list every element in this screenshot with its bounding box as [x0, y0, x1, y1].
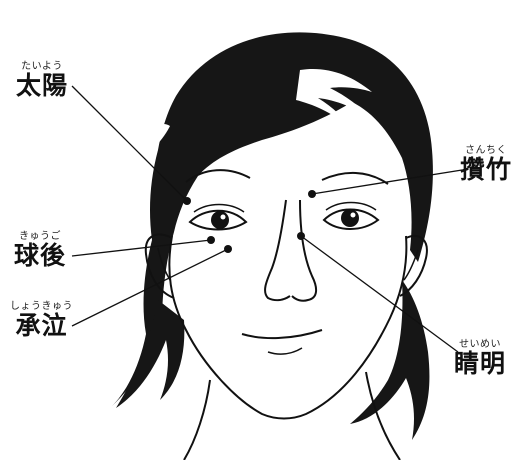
eyebrow-right: [322, 173, 388, 184]
eye-right: [324, 203, 378, 230]
eye-left: [190, 205, 246, 230]
hair-strands-right: [350, 280, 429, 440]
mouth: [242, 330, 322, 338]
acupoint-label-kyugo: きゅうご 球後: [14, 232, 66, 268]
acupoint-label-sanchiku: さんちく 攢竹: [460, 146, 512, 182]
leader-line-kyugo: [72, 240, 211, 256]
lip-lower: [268, 348, 302, 354]
label-name: 攢竹: [460, 157, 512, 182]
label-name: 太陽: [16, 73, 68, 98]
acupoint-label-taiyo: たいよう 太陽: [16, 62, 68, 98]
leader-line-sanchiku: [312, 170, 462, 194]
label-name: 睛明: [454, 351, 506, 376]
label-name: 承泣: [10, 313, 73, 338]
acupoint-label-shokyu: しょうきゅう 承泣: [10, 302, 73, 338]
nose: [265, 200, 316, 301]
leader-line-seimei: [301, 236, 458, 352]
label-name: 球後: [14, 243, 66, 268]
acupoint-label-seimei: せいめい 睛明: [454, 340, 506, 376]
